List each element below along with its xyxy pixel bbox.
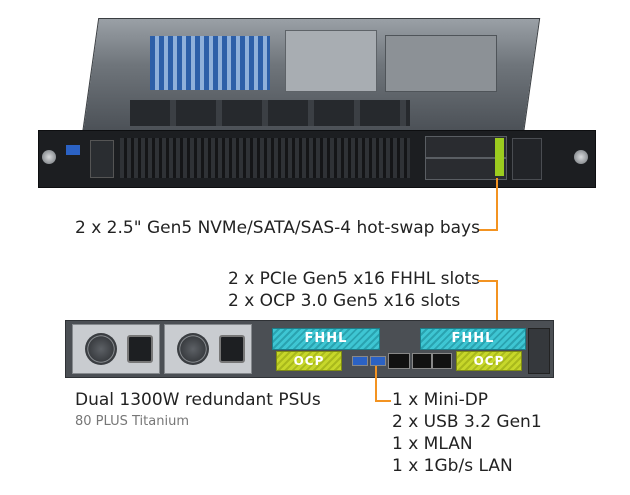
io-mini-dp-label: 1 x Mini-DP [392, 390, 489, 410]
fhhl-slot-1: FHHL [272, 328, 380, 350]
drive-bay-2[interactable] [425, 158, 507, 180]
expansion-callout-line-horizontal [478, 280, 498, 282]
ocp-slot-1: OCP [276, 351, 342, 371]
psu-fan-icon [85, 333, 117, 365]
dimm-slots [150, 36, 270, 90]
right-rack-screw [574, 150, 588, 164]
front-blank-panel [512, 138, 542, 180]
io-callout-line [375, 366, 377, 402]
drive-bay-1[interactable] [425, 136, 507, 158]
front-callout-line [496, 178, 498, 230]
left-rack-screw [42, 150, 56, 164]
psu-fan-icon [177, 333, 209, 365]
expansion-callout-line [496, 280, 498, 328]
io-usb-label: 2 x USB 3.2 Gen1 [392, 412, 542, 432]
io-mlan-label: 1 x MLAN [392, 434, 473, 454]
front-drive-bays-label: 2 x 2.5" Gen5 NVMe/SATA/SAS-4 hot-swap b… [75, 218, 480, 238]
mlan-port [412, 353, 432, 369]
rear-blank-bracket [528, 328, 550, 374]
io-lan-label: 1 x 1Gb/s LAN [392, 456, 513, 476]
front-vent-grille [120, 138, 410, 178]
front-usb-port [66, 145, 80, 155]
lan-port [432, 353, 452, 369]
pcie-slots-label: 2 x PCIe Gen5 x16 FHHL slots [228, 269, 481, 289]
riser-bracket [385, 35, 497, 92]
power-inlet-icon [127, 335, 153, 363]
rear-usb-port-1 [352, 356, 368, 366]
heatsink [285, 30, 377, 92]
ocp-slot-2: OCP [456, 351, 522, 371]
fhhl-slot-2: FHHL [420, 328, 526, 350]
psu-label: Dual 1300W redundant PSUs [75, 390, 321, 410]
fan-row [130, 100, 410, 126]
front-callout-line-horizontal [478, 229, 498, 231]
ocp-slots-label: 2 x OCP 3.0 Gen5 x16 slots [228, 291, 461, 311]
front-control-panel [90, 140, 114, 178]
mini-dp-port [388, 353, 410, 369]
io-callout-line-horizontal [375, 400, 391, 402]
power-inlet-icon [219, 335, 245, 363]
psu-efficiency-label: 80 PLUS Titanium [75, 414, 189, 429]
psu-1 [72, 324, 160, 374]
psu-2 [164, 324, 252, 374]
drive-latch [495, 138, 504, 176]
rear-usb-port-2 [370, 356, 386, 366]
